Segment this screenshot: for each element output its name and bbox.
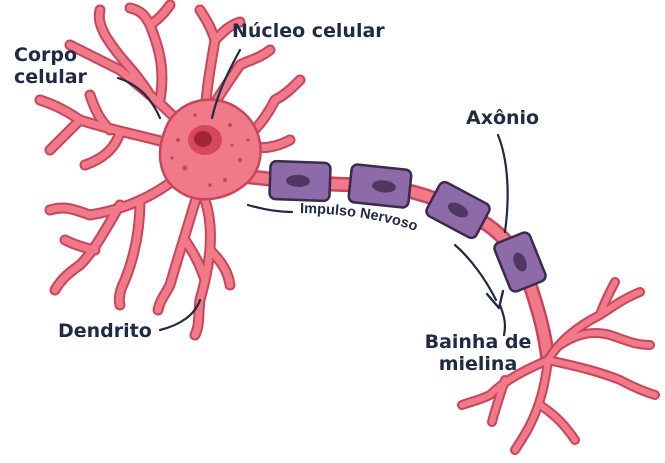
bainha-de-mielina-label: Bainha de mielina [424,331,532,375]
impulse-path [455,245,496,300]
cell-nucleus [188,125,222,155]
axonio-label: Axônio [466,107,539,129]
bainha-line1: Bainha de [424,331,532,353]
impulse-path [248,205,292,212]
corpo-celular-line1: Corpo [14,44,114,66]
corpo-celular-label: Corpo celular [14,44,114,88]
corpo-celular-line2: celular [14,66,114,88]
nucleo-celular-label: Núcleo celular [232,20,385,42]
leader-line-axonio [498,135,508,232]
dendrito-label: Dendrito [58,320,152,342]
myelin-segment [348,164,412,208]
myelin-segment [269,161,330,201]
bainha-line2: mielina [424,353,532,375]
myelin-segment [424,180,491,240]
